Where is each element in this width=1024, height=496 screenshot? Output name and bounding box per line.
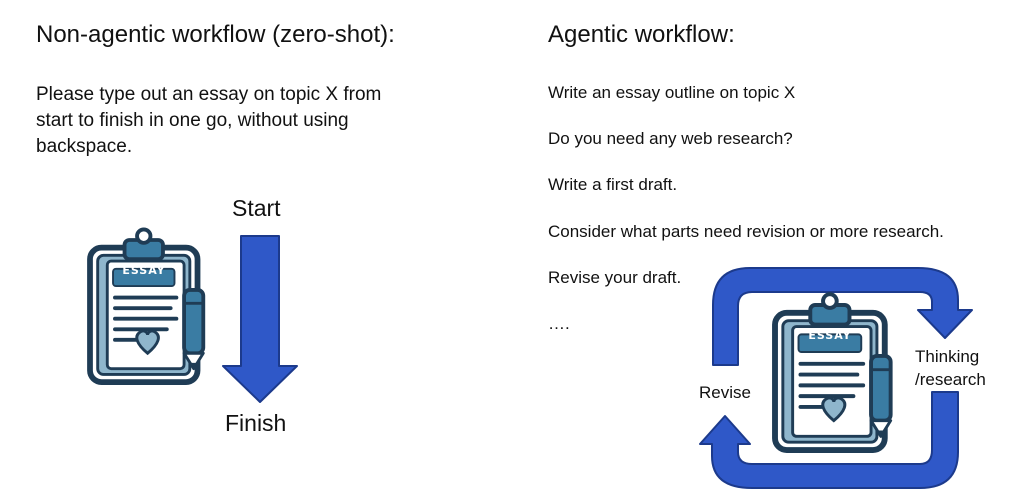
finish-label: Finish [225,410,287,436]
start-label: Start [232,195,281,221]
left-prompt-line-1: Please type out an essay on topic X from [36,84,382,105]
cycle-arrow-bottom-icon [699,391,959,489]
right-clipboard-icon [775,294,891,450]
step-6: …. [548,314,570,333]
thinking-label-1: Thinking [915,347,980,366]
thinking-label-2: /research [915,370,986,389]
right-title: Agentic workflow: [548,21,735,48]
step-2: Do you need any web research? [548,129,793,148]
step-3: Write a first draft. [548,175,678,194]
left-title: Non-agentic workflow (zero-shot): [36,21,395,48]
cycle-arrow-top-icon [712,267,973,366]
left-prompt-line-2: start to finish in one go, without using [36,110,349,131]
left-badge-text: ESSAY [122,264,165,277]
down-arrow-icon [222,235,298,403]
step-5: Revise your draft. [548,268,682,287]
left-prompt-line-3: backspace. [36,136,133,157]
step-4: Consider what parts need revision or mor… [548,222,944,241]
revise-label: Revise [699,383,751,402]
right-badge-text: ESSAY [808,329,851,342]
step-1: Write an essay outline on topic X [548,83,796,102]
left-clipboard-icon [90,229,203,382]
